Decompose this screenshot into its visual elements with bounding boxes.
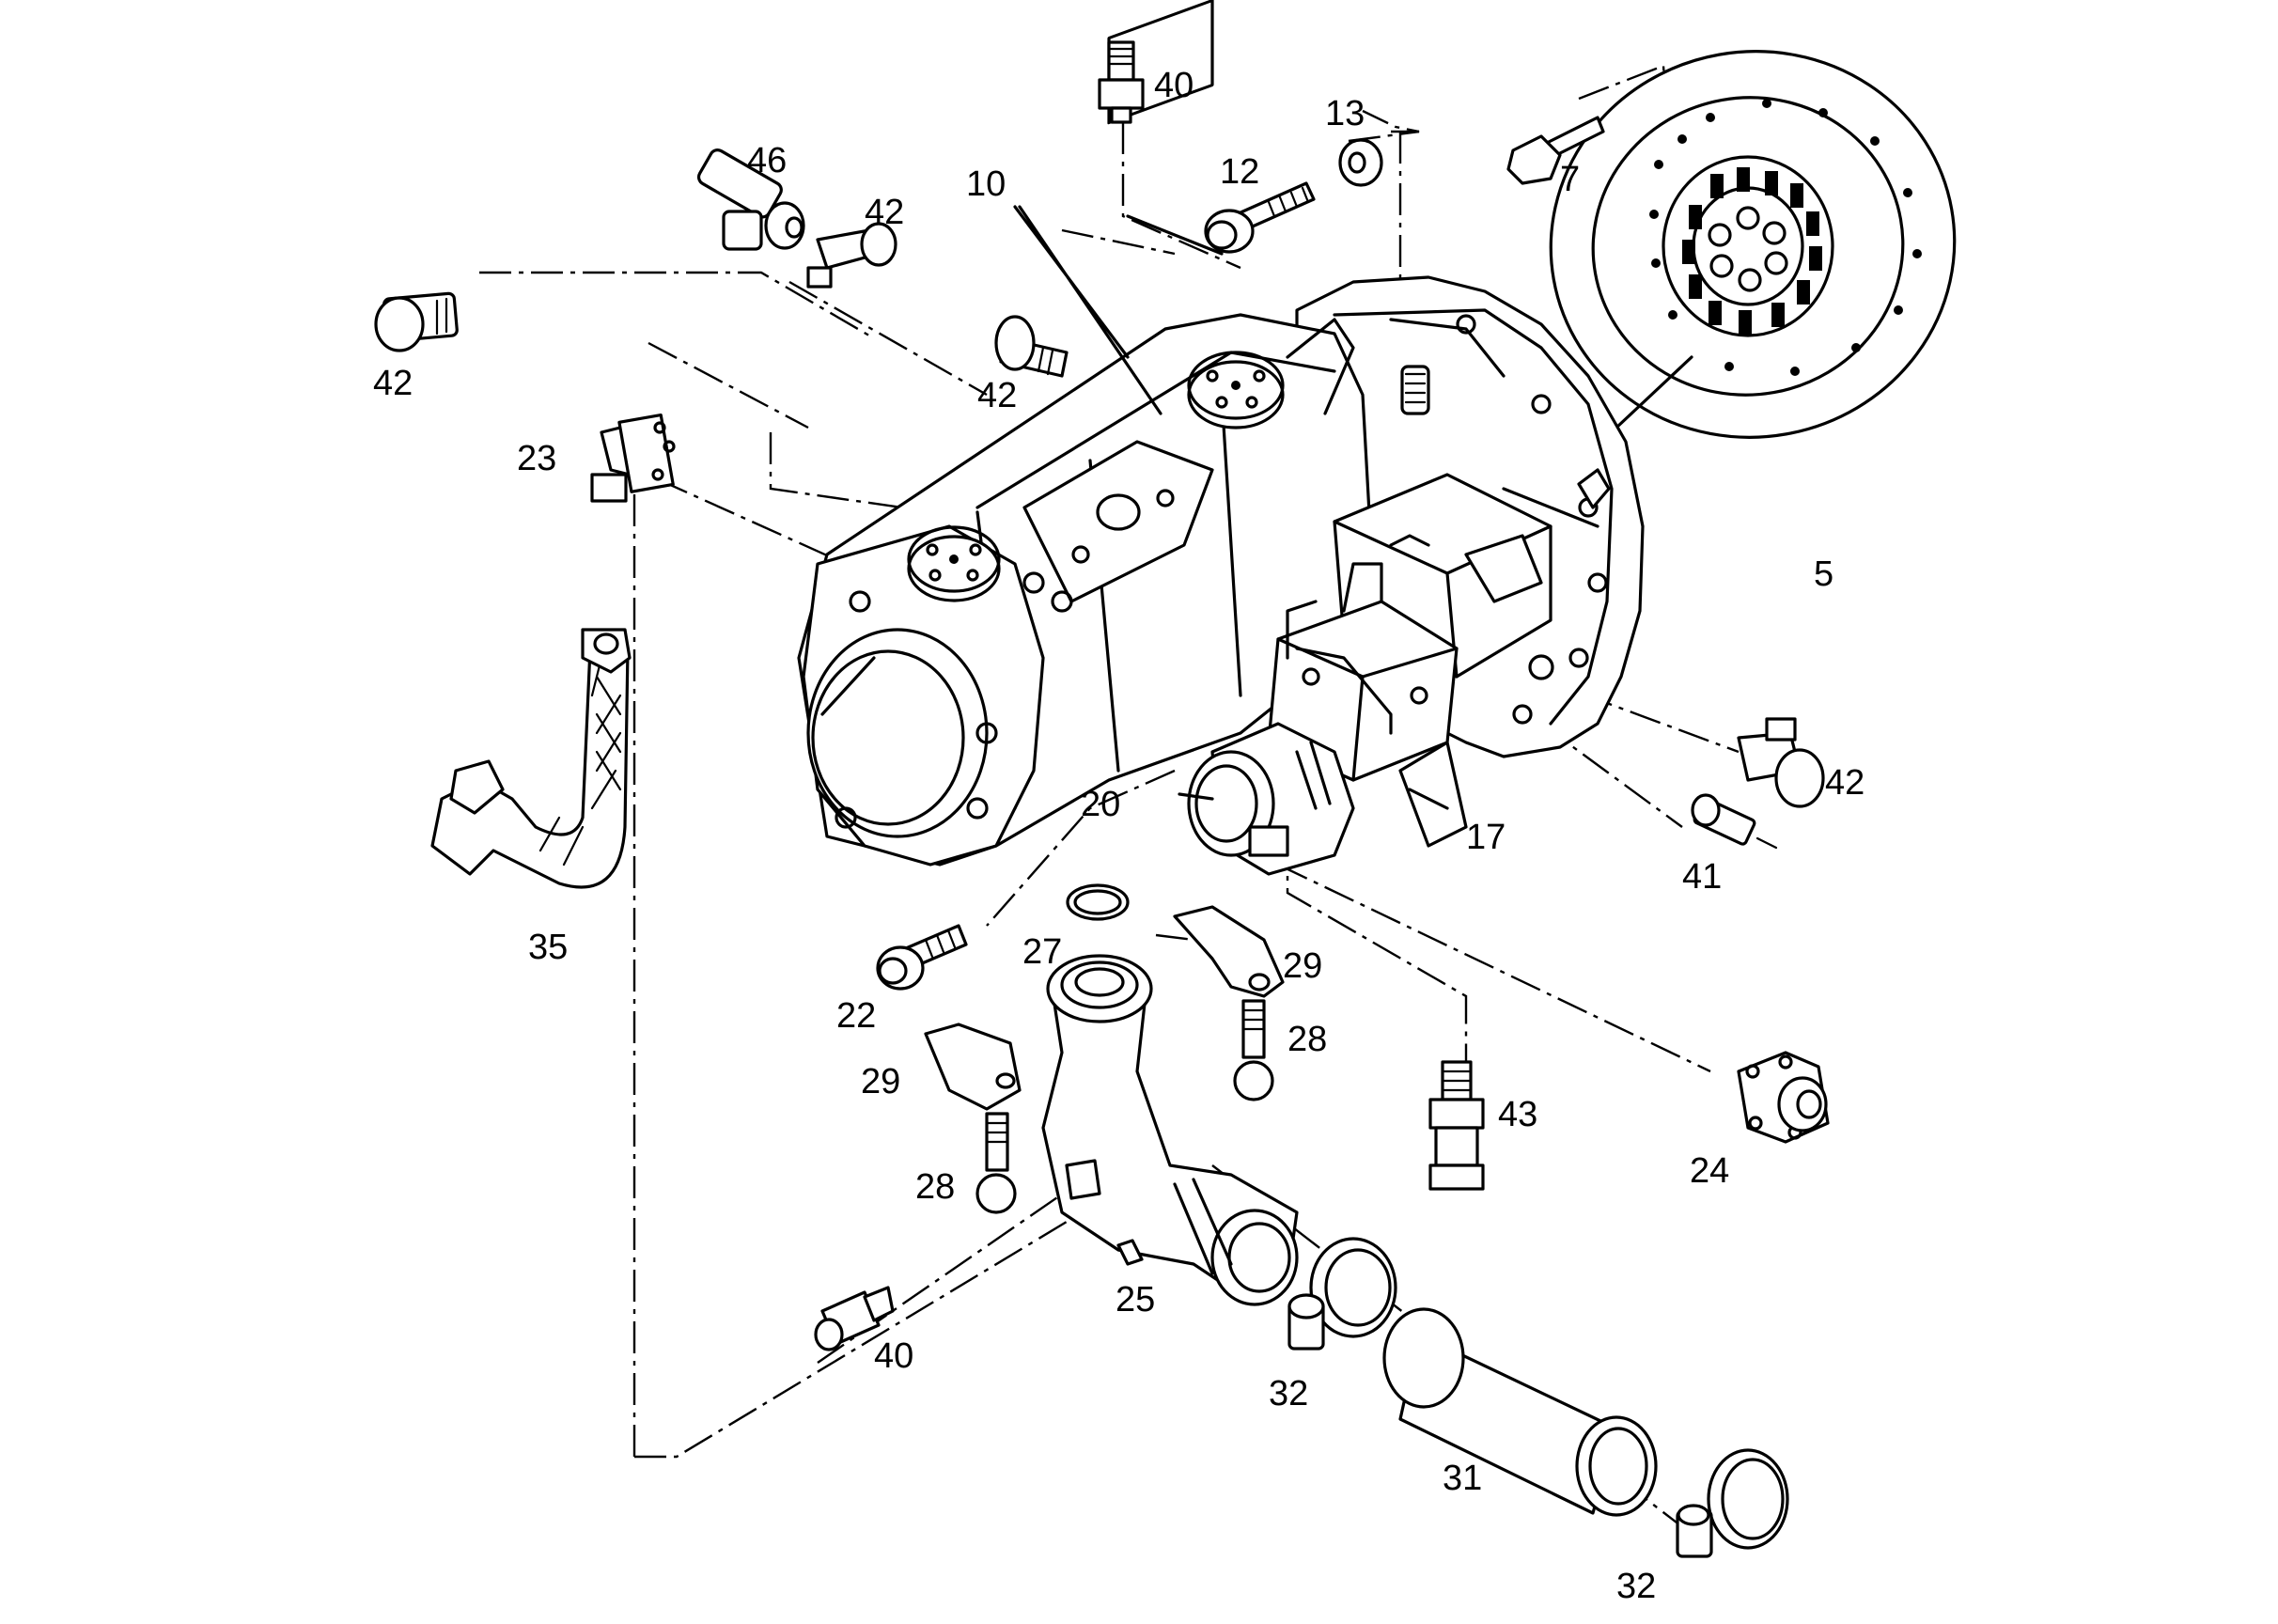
clamp-half-29-lower [924, 1023, 1022, 1111]
elbow-fitting-23 [590, 413, 676, 503]
screw-12 [1204, 181, 1316, 254]
callout-29-upper: 29 [1283, 946, 1322, 986]
callout-28-lower: 28 [915, 1167, 955, 1207]
callout-25: 25 [1116, 1280, 1155, 1320]
gear-pump [1187, 722, 1355, 876]
callout-24: 24 [1690, 1151, 1729, 1191]
callout-labels: 40 13 12 7 10 46 42 42 42 23 5 42 20 17 … [373, 66, 1865, 1606]
washer-13 [1338, 138, 1383, 187]
callout-27: 27 [1022, 932, 1062, 972]
callout-31: 31 [1443, 1459, 1482, 1498]
o-ring-27 [1066, 883, 1130, 921]
callout-40-top: 40 [1154, 66, 1194, 105]
hose-35 [430, 628, 632, 889]
screw-22 [876, 924, 968, 991]
callout-35: 35 [528, 928, 568, 967]
pressure-switch-41 [1691, 793, 1778, 850]
callout-32-upper: 32 [1269, 1374, 1308, 1413]
callout-7: 7 [1560, 160, 1580, 199]
callout-12: 12 [1220, 152, 1259, 192]
control-valve-block [1267, 473, 1554, 848]
plug-40-top [1098, 40, 1145, 124]
callout-32-lower: 32 [1616, 1567, 1656, 1606]
fitting-42-top [806, 222, 897, 289]
callout-13: 13 [1325, 94, 1365, 133]
callout-46: 46 [747, 141, 787, 180]
fitting-42-mid [994, 315, 1069, 378]
flywheel-disc [1549, 50, 1957, 439]
callout-20: 20 [1081, 785, 1120, 824]
flange-fitting-24 [1737, 1051, 1830, 1144]
hose-sleeve-31 [1382, 1307, 1658, 1517]
callout-42-top: 42 [865, 193, 904, 232]
tee-fitting-46 [696, 148, 805, 251]
screw-28-upper [1233, 999, 1274, 1101]
screw-28-lower [975, 1112, 1017, 1214]
callout-5: 5 [1814, 554, 1833, 594]
plug-42-left [374, 291, 459, 352]
clamp-half-29-upper [1173, 905, 1285, 998]
callout-40-lower: 40 [874, 1336, 913, 1376]
bolt-7 [1506, 116, 1605, 185]
sensor-43 [1428, 1060, 1485, 1191]
hose-clamp-32-lower [1676, 1448, 1789, 1558]
callout-28-upper: 28 [1287, 1020, 1327, 1059]
pump-front-cover [802, 524, 1073, 867]
callout-22: 22 [836, 996, 876, 1036]
callout-17: 17 [1466, 818, 1506, 857]
plug-40-lower [814, 1286, 895, 1351]
leader-lines [1013, 205, 1449, 810]
fitting-42-right [1737, 717, 1825, 808]
callout-42-left: 42 [373, 364, 413, 403]
callout-10: 10 [966, 164, 1006, 204]
callout-42-right: 42 [1825, 763, 1865, 803]
callout-41: 41 [1682, 857, 1722, 897]
callout-42-mid: 42 [977, 376, 1017, 415]
callout-43: 43 [1498, 1095, 1537, 1134]
hose-clamp-32-upper [1287, 1237, 1397, 1351]
suction-elbow-25 [1041, 954, 1299, 1306]
callout-29-lower: 29 [861, 1062, 900, 1101]
callout-23: 23 [517, 439, 556, 478]
